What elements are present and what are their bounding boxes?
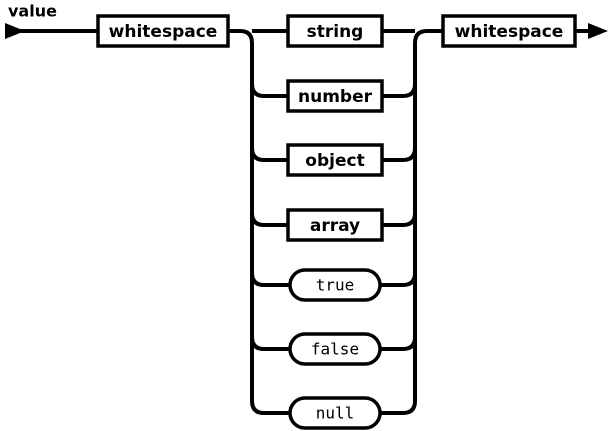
end-arrow-icon — [588, 23, 608, 39]
node-null: null — [288, 396, 382, 430]
true-label: true — [316, 276, 355, 295]
right-join-rail — [413, 29, 443, 401]
node-string: string — [286, 14, 384, 48]
node-whitespace-suffix: whitespace — [441, 14, 577, 48]
true-stadium — [288, 268, 382, 302]
node-object: object — [286, 143, 384, 177]
false-label: false — [311, 340, 359, 359]
string-label: string — [307, 22, 364, 42]
branch-stub-left-array — [250, 212, 288, 227]
number-box — [286, 79, 384, 113]
branch-stub-left-true — [250, 272, 290, 287]
object-label: object — [305, 151, 364, 171]
branch-stub-right-true — [380, 272, 417, 287]
false-stadium — [288, 332, 382, 366]
number-label: number — [298, 87, 373, 107]
node-number: number — [286, 79, 384, 113]
branch-stub-left-null — [250, 400, 290, 415]
whitespace-suffix-box — [441, 14, 577, 48]
array-box — [286, 208, 384, 242]
null-stadium — [288, 396, 382, 430]
branch-stub-right-number — [382, 83, 417, 98]
node-false: false — [288, 332, 382, 366]
whitespace-prefix-label: whitespace — [109, 22, 218, 42]
null-label: null — [316, 404, 355, 423]
node-array: array — [286, 208, 384, 242]
start-arrow-icon — [5, 23, 25, 39]
branch-stub-left-object — [250, 147, 288, 162]
object-box — [286, 143, 384, 177]
branch-stub-right-false — [380, 336, 417, 351]
node-true: true — [288, 268, 382, 302]
left-fork-rail — [228, 29, 254, 401]
rule-name-label: value — [8, 2, 57, 21]
branch-stub-left-false — [250, 336, 290, 351]
node-whitespace-prefix: whitespace — [96, 14, 230, 48]
branch-stub-right-object — [382, 147, 417, 162]
whitespace-suffix-label: whitespace — [455, 22, 564, 42]
array-label: array — [310, 216, 360, 236]
branch-stub-right-null — [380, 400, 417, 415]
branch-stub-left-number — [250, 83, 288, 98]
branch-stub-right-array — [382, 212, 417, 227]
string-box — [286, 14, 384, 48]
